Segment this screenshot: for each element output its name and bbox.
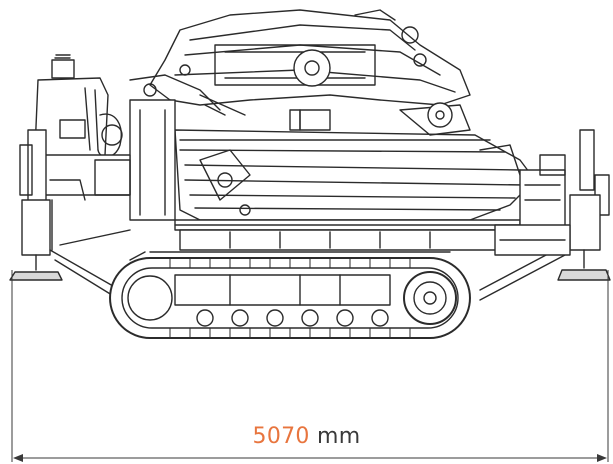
arrowhead-right [597,454,607,462]
crawler-crane-side-view [9,9,611,339]
engine-housing [34,54,131,201]
track-lugs [169,257,411,339]
dimension-value: 5070 [252,424,310,449]
dimension-label: 5070 mm [0,424,613,449]
left-outrigger [9,129,131,301]
crawler-track [109,251,471,339]
right-outrigger [479,129,611,301]
dimension-line [11,270,609,462]
dimension-unit: mm [317,424,361,449]
upper-frame [129,99,521,251]
arrowhead-left [13,454,23,462]
telescopic-boom-sections [174,102,536,221]
